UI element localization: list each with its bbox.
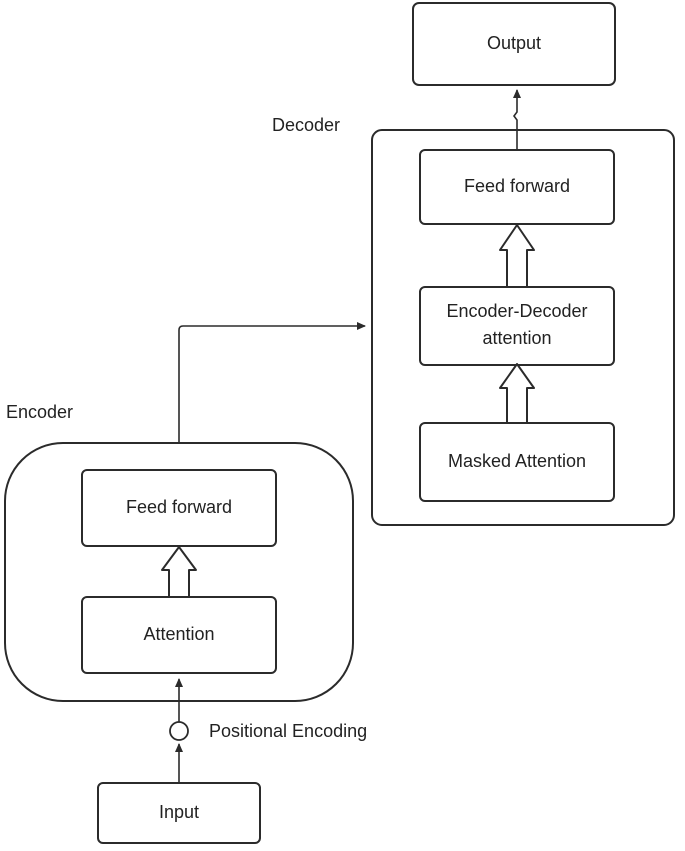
encoder-feed-forward-label: Feed forward — [126, 497, 232, 517]
positional-encoding-label: Positional Encoding — [209, 721, 367, 741]
input-label: Input — [159, 802, 199, 822]
encoder-decoder-attention-label-line1: Encoder-Decoder — [446, 301, 587, 321]
hollow-arrow-masked-to-encdec — [499, 363, 535, 424]
encoder-attention-label: Attention — [143, 624, 214, 644]
encoder-decoder-attention-label-line2: attention — [482, 328, 551, 348]
arrow-decoder-to-output — [513, 89, 521, 150]
decoder-label: Decoder — [272, 115, 340, 135]
hollow-arrow-attention-to-feedforward — [161, 546, 197, 598]
hollow-arrow-encdec-to-feedforward — [499, 224, 535, 288]
encoder-label: Encoder — [6, 402, 73, 422]
output-label: Output — [487, 33, 541, 53]
encoder-decoder-attention-box — [419, 286, 615, 366]
encoder-feed-forward-box — [81, 469, 277, 547]
arrow-encoder-to-decoder — [178, 322, 366, 443]
output-box — [412, 2, 616, 86]
decoder-feed-forward-label: Feed forward — [464, 176, 570, 196]
masked-attention-label: Masked Attention — [448, 451, 586, 471]
positional-encoding-node — [169, 721, 189, 741]
